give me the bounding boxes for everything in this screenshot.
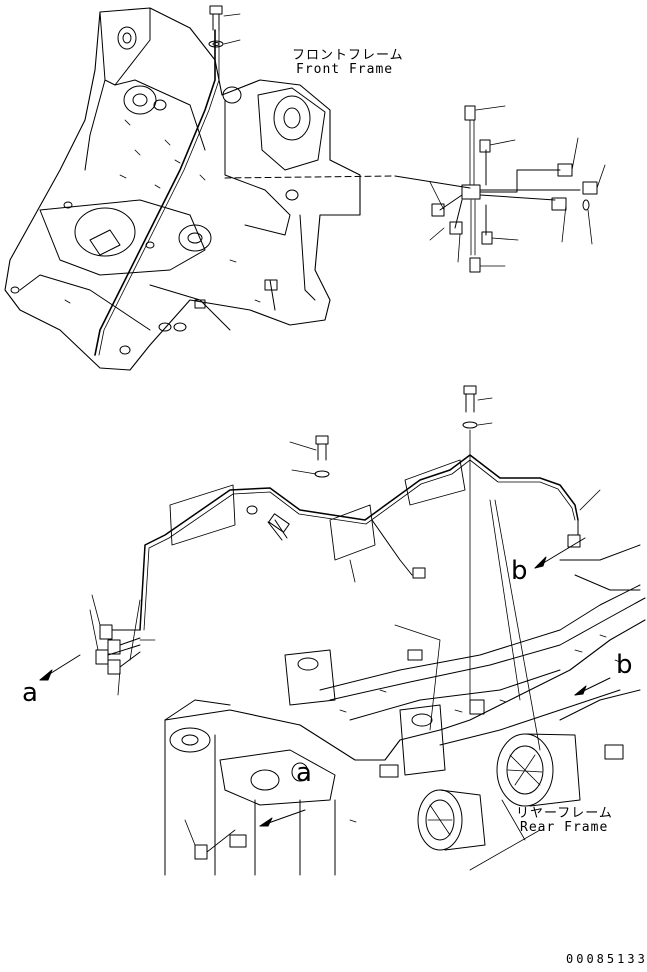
rear-frame-label-en: Rear Frame bbox=[520, 820, 609, 835]
front-frame-label-jp: フロントフレーム bbox=[292, 48, 404, 63]
view-arrow-a-label-left: a bbox=[22, 678, 38, 708]
rear-frame-label-jp: リヤーフレーム bbox=[516, 806, 613, 821]
front-frame-label-en: Front Frame bbox=[296, 62, 394, 77]
view-arrow-a-label-center: a bbox=[296, 758, 312, 788]
view-arrow-b-label-upper: b bbox=[511, 556, 528, 586]
front-frame-drawing bbox=[4, 5, 471, 371]
branch-block-drawing bbox=[429, 105, 606, 273]
rear-frame-drawing bbox=[39, 385, 646, 876]
drawing-code: 00085133 bbox=[566, 952, 647, 966]
view-arrow-b-label-right: b bbox=[616, 650, 633, 680]
